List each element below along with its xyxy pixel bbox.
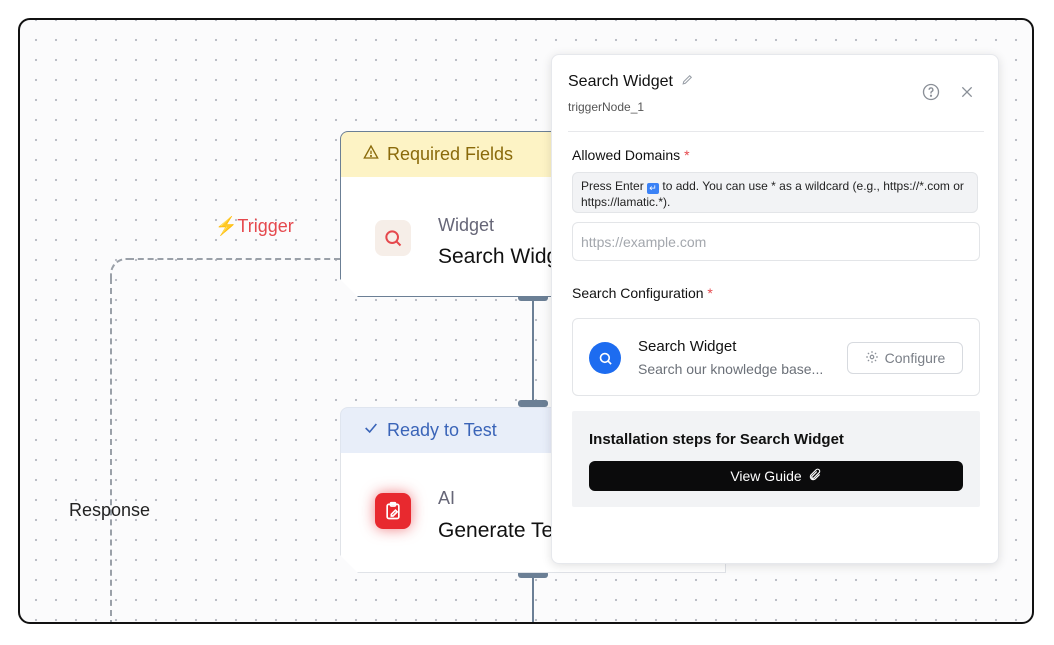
node1-output-handle[interactable] <box>518 294 548 301</box>
required-mark: * <box>684 147 690 163</box>
node-title: Search Widget <box>438 245 576 268</box>
bolt-icon: ⚡ <box>215 216 238 236</box>
label-text: Allowed Domains <box>572 147 681 163</box>
node2-output-handle[interactable] <box>518 571 548 578</box>
config-card-title: Search Widget <box>638 338 737 355</box>
configure-button[interactable]: Configure <box>847 342 963 374</box>
help-icon[interactable] <box>922 83 940 106</box>
search-widget-icon <box>589 342 621 374</box>
panel-title: Search Widget <box>568 73 694 91</box>
config-card-description: Search our knowledge base... <box>638 361 824 377</box>
check-icon <box>363 420 379 441</box>
close-icon[interactable] <box>959 84 975 105</box>
installation-section: Installation steps for Search Widget Vie… <box>572 411 980 507</box>
node-type: AI <box>438 488 456 508</box>
gear-icon <box>865 350 879 367</box>
edge-node2-next <box>532 575 534 622</box>
panel-title-text: Search Widget <box>568 73 673 90</box>
search-configuration-label: Search Configuration * <box>572 285 713 301</box>
view-guide-button[interactable]: View Guide <box>589 461 963 491</box>
pencil-icon[interactable] <box>681 73 694 90</box>
edge-node1-node2 <box>532 298 534 408</box>
installation-title: Installation steps for Search Widget <box>589 431 844 448</box>
allowed-domains-label: Allowed Domains * <box>572 147 690 163</box>
allowed-domains-hint: Press Enter ↵ to add. You can use * as a… <box>572 172 978 213</box>
hint-text: Press Enter <box>581 179 644 193</box>
hint-text: to add. You can use * as a wildcard (e.g… <box>581 179 964 209</box>
required-mark: * <box>707 285 713 301</box>
node-status-text: Ready to Test <box>387 420 497 440</box>
node-status-text: Required Fields <box>387 144 514 164</box>
node-title: Generate Text <box>438 519 570 542</box>
node-type: Widget <box>438 215 495 235</box>
warning-icon <box>363 144 379 165</box>
panel-divider <box>568 131 984 132</box>
node-settings-panel: Search Widget triggerNode_1 Allowed Doma… <box>551 54 999 564</box>
node2-input-handle[interactable] <box>518 400 548 407</box>
search-widget-config-card: Search Widget Search our knowledge base.… <box>572 318 980 396</box>
allowed-domains-input[interactable] <box>572 222 980 261</box>
response-edge-label: Response <box>69 500 151 520</box>
edge-dashed-corner <box>110 258 134 282</box>
paperclip-icon <box>808 468 822 485</box>
trigger-label: ⚡Trigger <box>215 216 294 236</box>
edge-dashed-top <box>128 258 340 260</box>
configure-label: Configure <box>884 350 946 366</box>
panel-node-id: triggerNode_1 <box>568 100 645 114</box>
view-guide-label: View Guide <box>730 468 802 484</box>
clipboard-edit-icon <box>375 493 411 529</box>
enter-key-icon: ↵ <box>647 183 660 194</box>
search-icon <box>375 220 411 256</box>
label-text: Search Configuration <box>572 285 704 301</box>
edge-dashed-left <box>110 278 112 622</box>
